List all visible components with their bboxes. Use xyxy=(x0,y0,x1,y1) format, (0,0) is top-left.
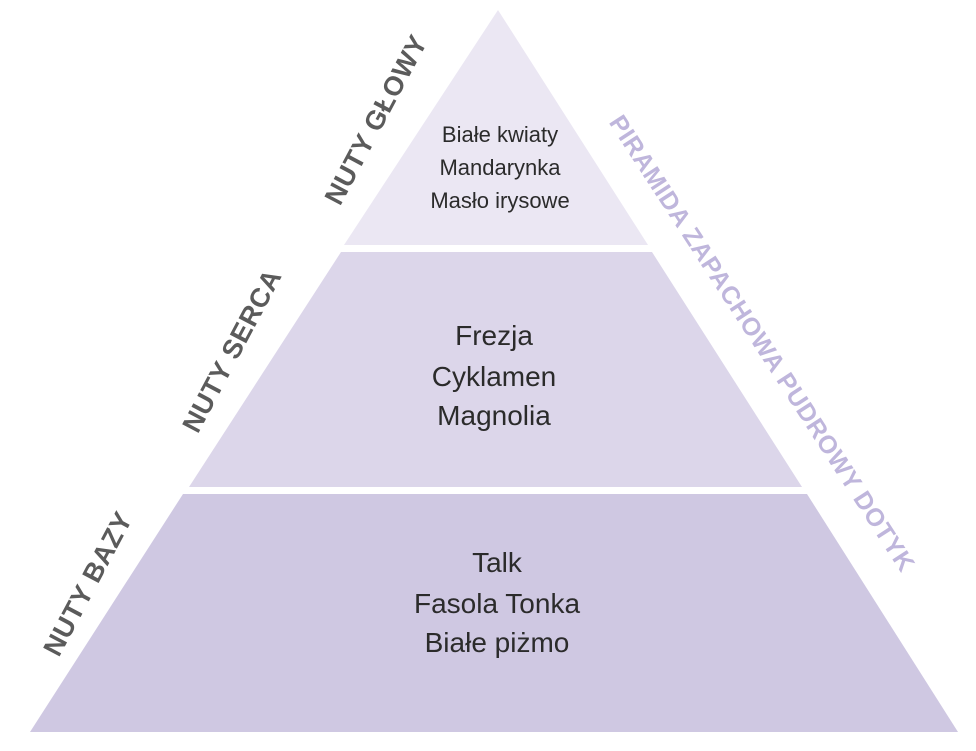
bottom-note-2: Fasola Tonka xyxy=(414,588,580,619)
pyramid-tier-middle xyxy=(189,252,802,487)
pyramid-tier-top xyxy=(344,10,648,245)
pyramid-tier-bottom xyxy=(30,494,958,732)
bottom-note-1: Talk xyxy=(472,547,523,578)
top-note-3: Masło irysowe xyxy=(430,188,569,213)
bottom-notes: Talk Fasola Tonka Białe piżmo xyxy=(414,547,580,658)
middle-note-1: Frezja xyxy=(455,320,533,351)
top-notes: Białe kwiaty Mandarynka Masło irysowe xyxy=(430,122,569,213)
bottom-note-3: Białe piżmo xyxy=(425,627,570,658)
middle-notes: Frezja Cyklamen Magnolia xyxy=(432,320,556,431)
top-note-1: Białe kwiaty xyxy=(442,122,558,147)
middle-note-3: Magnolia xyxy=(437,400,551,431)
top-note-2: Mandarynka xyxy=(439,155,561,180)
middle-note-2: Cyklamen xyxy=(432,361,556,392)
